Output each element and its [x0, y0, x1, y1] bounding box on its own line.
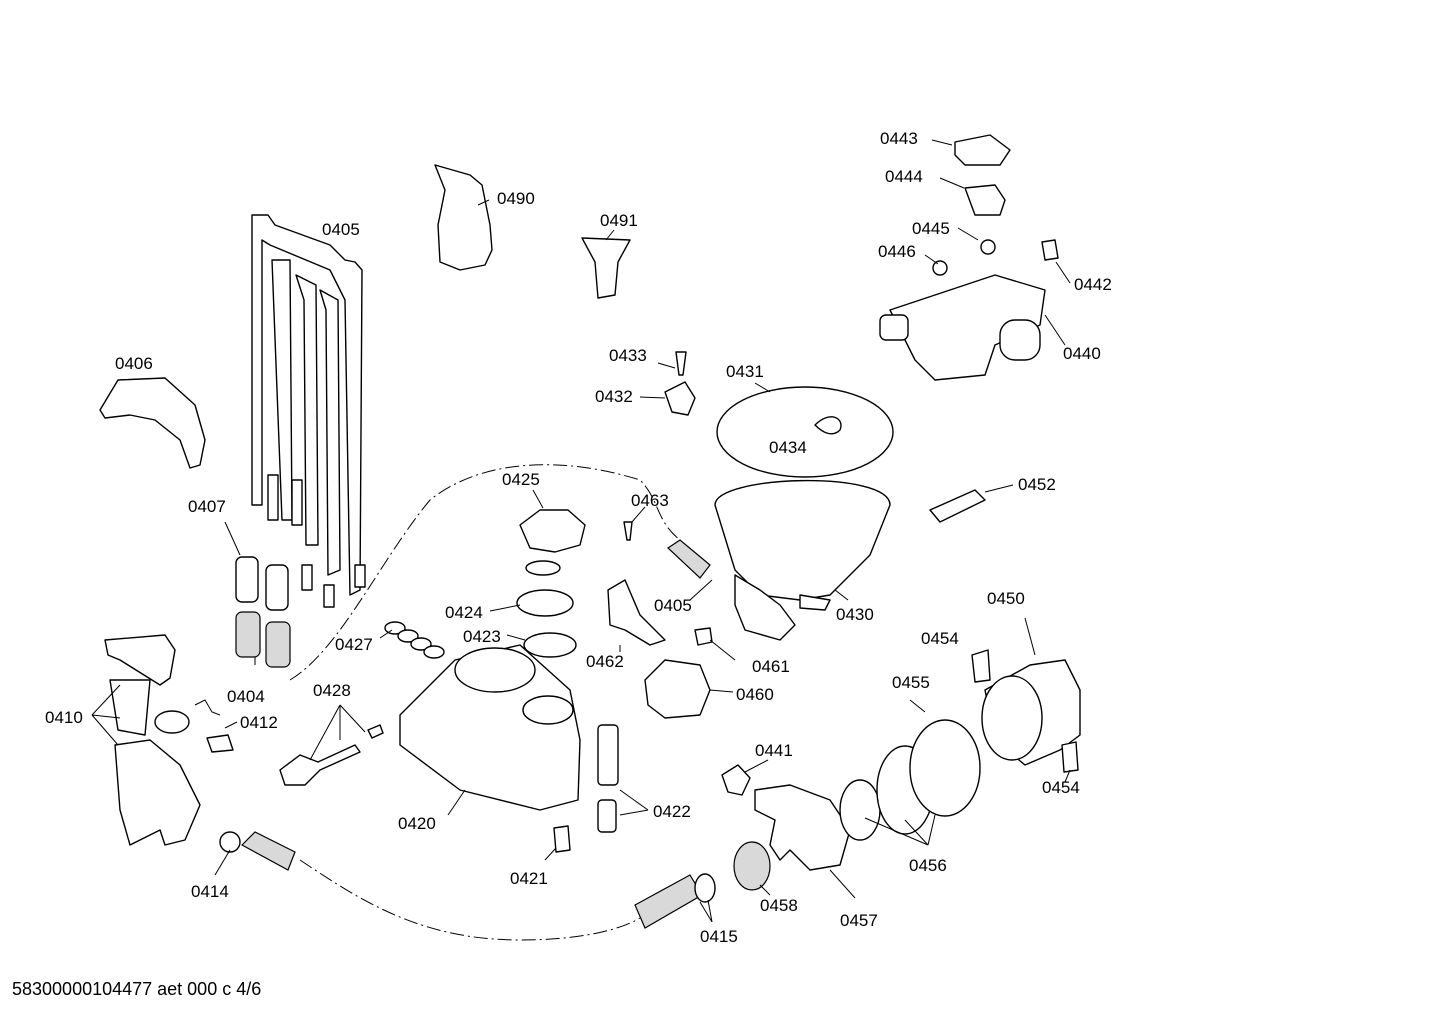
label-0433: 0433 [609, 346, 647, 365]
label-0440: 0440 [1063, 344, 1101, 363]
label-0455: 0455 [892, 673, 930, 692]
part-0445-seal [980, 239, 996, 255]
part-0424-ring [516, 589, 574, 617]
part-0490-jug [434, 164, 493, 271]
label-0405-hose: 0405 [654, 596, 692, 615]
part-0410-assembly [104, 634, 201, 846]
label-0407: 0407 [188, 497, 226, 516]
part-0443-cap [954, 134, 1011, 166]
part-0431-ring [716, 386, 894, 478]
part-0423-seal [523, 632, 577, 658]
part-0414-hose [241, 831, 296, 871]
part-0405-hose [667, 539, 711, 579]
part-0412-wire [194, 699, 221, 716]
part-0446-seal [932, 260, 948, 276]
part-0428-valve [279, 744, 361, 786]
leader-lines [91, 139, 1071, 923]
label-0442: 0442 [1074, 275, 1112, 294]
part-0460-pump-module [644, 659, 711, 719]
label-0421: 0421 [510, 869, 548, 888]
part-0461-clip [694, 627, 713, 646]
part-0406-cover [99, 377, 206, 469]
part-0420-sump-housing [399, 644, 581, 811]
label-0490: 0490 [497, 189, 535, 208]
part-0427-discs [384, 621, 445, 659]
label-0461: 0461 [752, 657, 790, 676]
part-0425-seal [525, 560, 561, 576]
label-0460: 0460 [736, 685, 774, 704]
part-0415-seal [694, 873, 716, 903]
label-0457: 0457 [840, 911, 878, 930]
label-0412: 0412 [240, 713, 278, 732]
part-0440-valve-group [879, 274, 1046, 381]
part-0441-clamp [721, 764, 751, 796]
assembly-boundary-line [289, 464, 681, 941]
label-0428: 0428 [313, 681, 351, 700]
part-0454-clip-lower [1061, 741, 1079, 773]
label-0414: 0414 [191, 882, 229, 901]
label-0432: 0432 [595, 387, 633, 406]
label-0456: 0456 [909, 856, 947, 875]
label-0446: 0446 [878, 242, 916, 261]
label-0450: 0450 [987, 589, 1025, 608]
part-0422-cylinder-upper [597, 724, 619, 786]
part-0415-hose [634, 874, 703, 929]
label-0452: 0452 [1018, 475, 1056, 494]
label-0430: 0430 [836, 605, 874, 624]
part-0463-screw [623, 521, 633, 541]
label-0434: 0434 [769, 438, 807, 457]
part-0450-motor [981, 659, 1081, 766]
label-0463: 0463 [631, 491, 669, 510]
part-0491-funnel [581, 237, 631, 299]
part-0404-springs [235, 611, 291, 668]
label-0462: 0462 [586, 652, 624, 671]
part-0433-screw [675, 351, 687, 376]
label-0443: 0443 [880, 129, 918, 148]
label-0491: 0491 [600, 211, 638, 230]
part-0434-clip [814, 416, 842, 435]
label-0441: 0441 [755, 741, 793, 760]
part-0457-pump-housing [754, 784, 851, 871]
part-0462-bracket [607, 579, 666, 646]
part-0428-pin [367, 724, 384, 739]
part-0444-connector [964, 184, 1006, 216]
label-0404: 0404 [227, 687, 265, 706]
label-0427: 0427 [335, 635, 373, 654]
label-0424: 0424 [445, 603, 483, 622]
label-0454-bottom: 0454 [1042, 778, 1080, 797]
label-0423: 0423 [463, 627, 501, 646]
label-0420: 0420 [398, 814, 436, 833]
part-0414-seal [219, 831, 241, 853]
part-0421-clip [553, 825, 571, 853]
part-0454-clip-upper [971, 649, 991, 683]
label-0458: 0458 [760, 896, 798, 915]
label-0410: 0410 [45, 708, 83, 727]
label-0431: 0431 [726, 362, 764, 381]
label-0425: 0425 [502, 470, 540, 489]
label-0415: 0415 [700, 927, 738, 946]
label-0422: 0422 [653, 802, 691, 821]
part-0430-sump [714, 479, 891, 641]
part-0455-pump-cover [909, 719, 981, 817]
part-0456-impeller [839, 779, 881, 841]
part-0442-clip [1041, 239, 1059, 261]
part-0407-sleeves [235, 556, 289, 611]
part-0425-nut [519, 509, 586, 553]
part-0432-clip [664, 381, 696, 416]
label-0406: 0406 [115, 354, 153, 373]
part-0458-seal [733, 841, 771, 891]
part-0405-pipe-manifold [251, 214, 366, 608]
part-0422-cylinder-lower [597, 799, 617, 833]
part-0412-clip [206, 734, 234, 753]
diagram-reference-footer: 58300000104477 aet 000 c 4/6 [12, 979, 262, 999]
label-0405-top: 0405 [322, 220, 360, 239]
part-0452-heater-sensor [929, 489, 986, 523]
label-0444: 0444 [885, 167, 923, 186]
label-0454-top: 0454 [921, 629, 959, 648]
label-0445: 0445 [912, 219, 950, 238]
